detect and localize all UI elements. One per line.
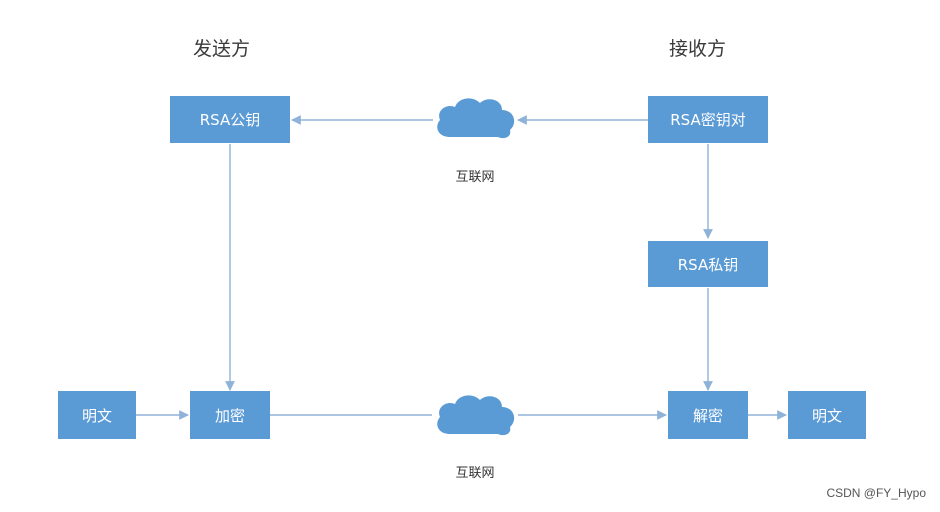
internet-label-top: 互联网: [455, 170, 495, 185]
rsa-public-key-box: RSA公钥: [170, 96, 290, 143]
plaintext-sender-box: 明文: [58, 391, 136, 439]
sender-heading: 发送方: [193, 38, 251, 60]
cloud-icon-top: [437, 98, 515, 139]
receiver-heading: 接收方: [669, 38, 727, 60]
encrypt-box: 加密: [190, 391, 270, 439]
rsa-key-pair-box: RSA密钥对: [648, 96, 768, 143]
watermark: CSDN @FY_Hypo: [826, 486, 926, 500]
decrypt-box: 解密: [668, 391, 748, 439]
internet-label-bottom: 互联网: [455, 466, 495, 481]
rsa-private-key-box: RSA私钥: [648, 241, 768, 287]
cloud-icon-bottom: [437, 395, 515, 436]
plaintext-receiver-box: 明文: [788, 391, 866, 439]
